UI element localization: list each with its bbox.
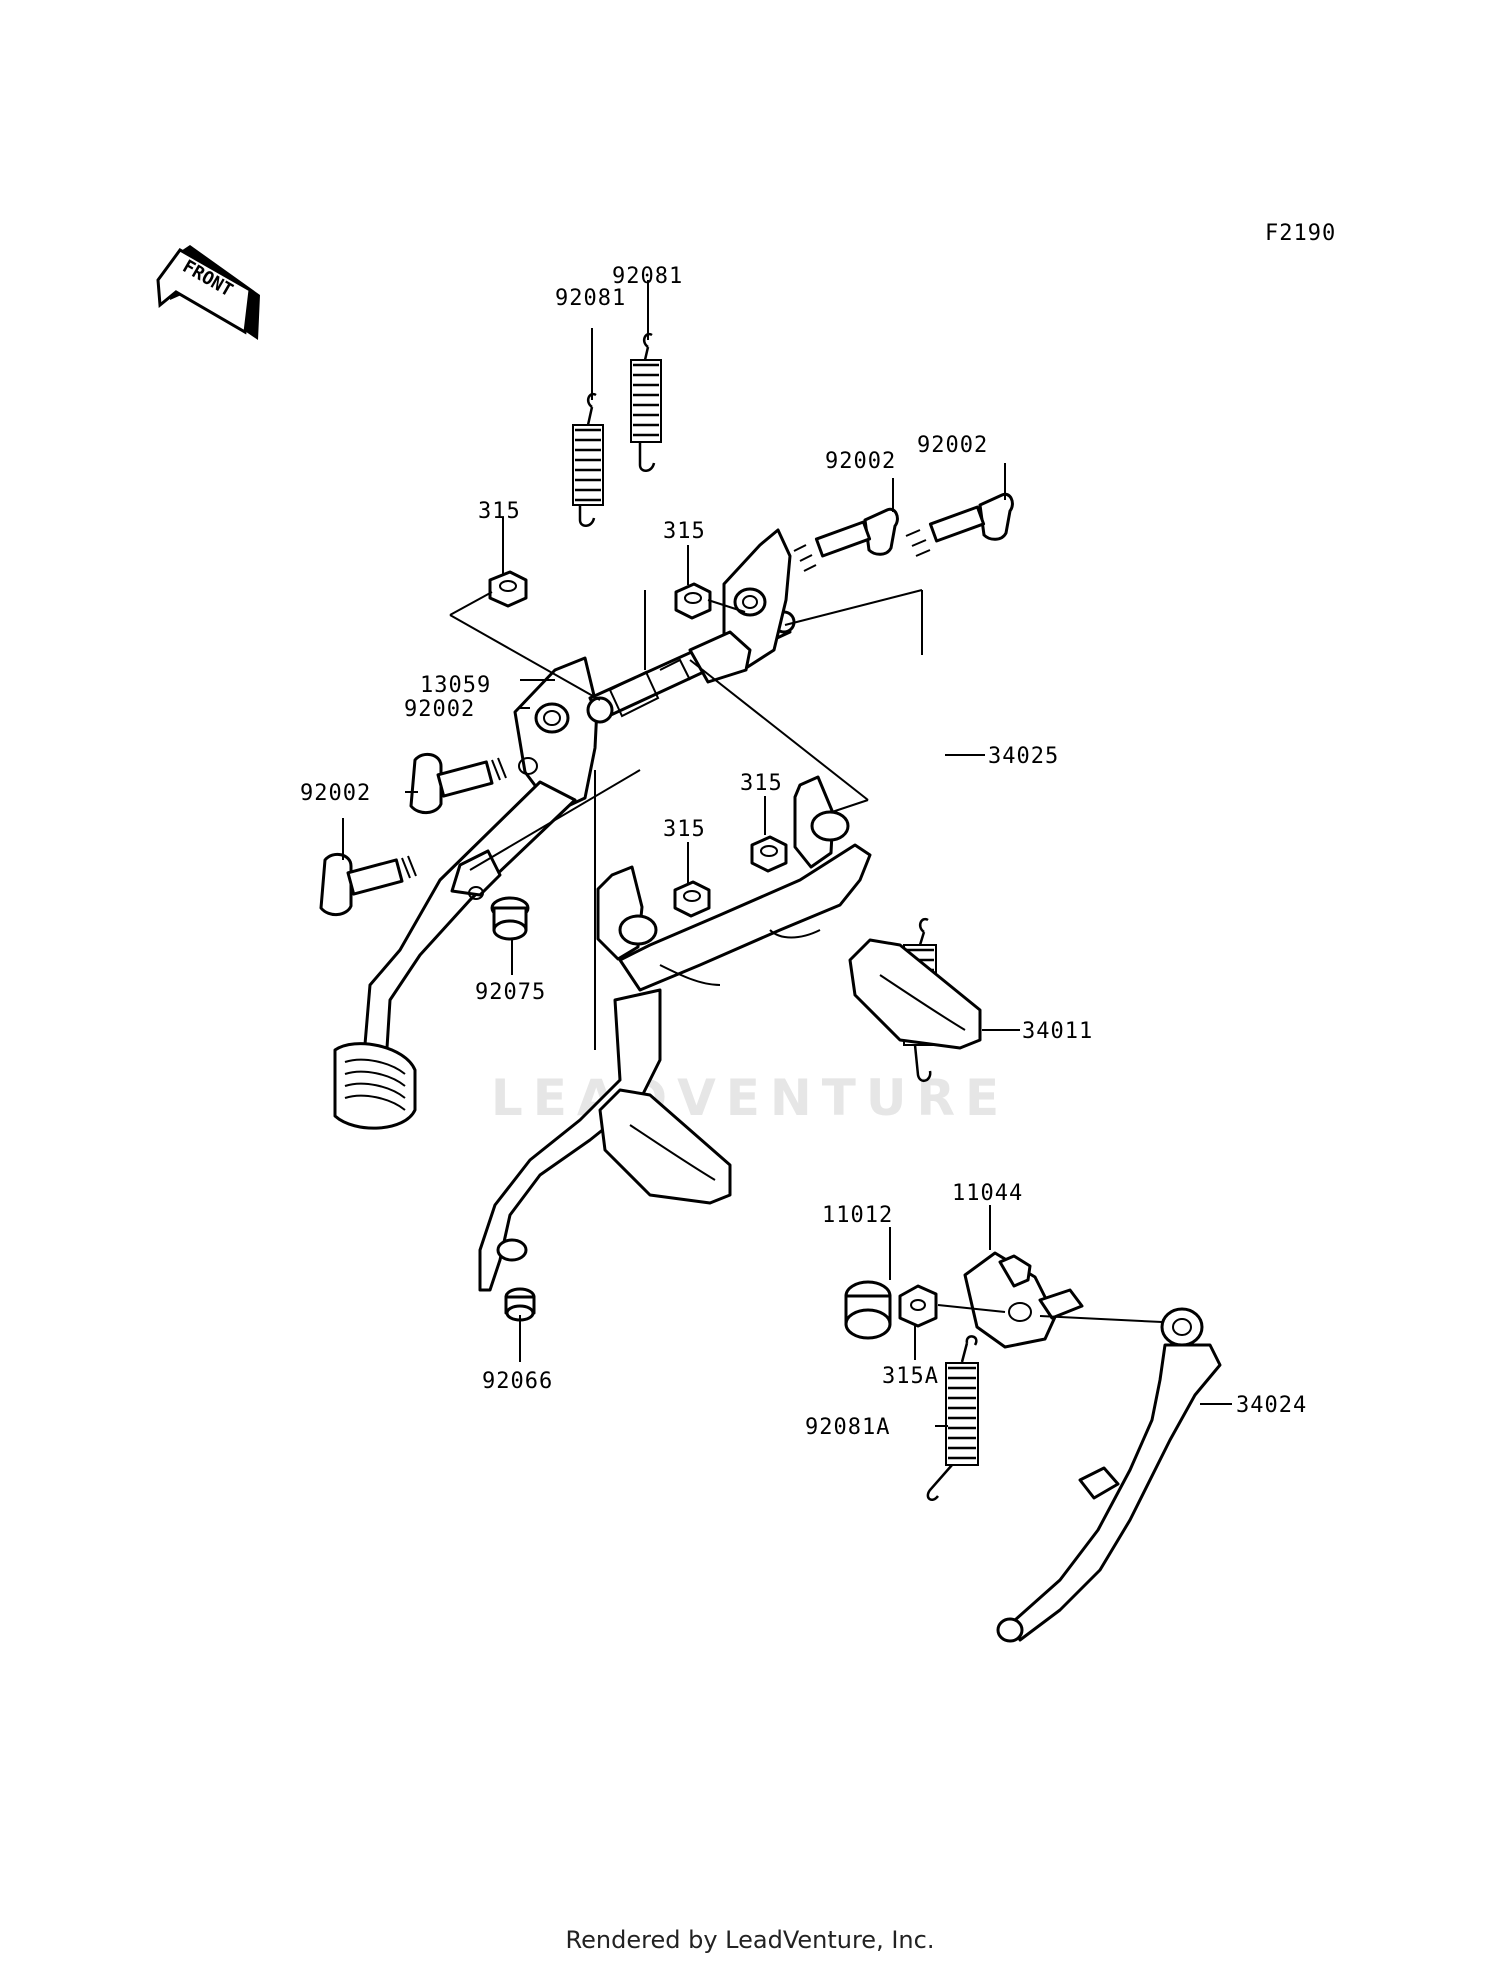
- footer-credit: Rendered by LeadVenture, Inc.: [565, 1926, 935, 1954]
- callout-34025: 34025: [988, 744, 1059, 769]
- callout-92081A: 92081A: [805, 1415, 890, 1440]
- callout-92075: 92075: [475, 980, 546, 1005]
- callout-315-c: 315: [740, 771, 783, 796]
- callout-92002-b: 92002: [917, 433, 988, 458]
- spring-92081A: [926, 1335, 979, 1501]
- rubber-11012: [844, 1280, 892, 1340]
- leader-lines: [342, 280, 1232, 1427]
- callout-labels: 92081 92081 92002 92002 315 315 13059 92…: [300, 264, 1307, 1440]
- bolt-92002-a: [793, 507, 899, 572]
- callout-34024: 34024: [1236, 1393, 1307, 1418]
- cap-92066: [504, 1287, 536, 1322]
- stopper-92075: [490, 896, 530, 941]
- callout-92002-c: 92002: [404, 697, 475, 722]
- bolt-92002-c: [409, 752, 507, 814]
- front-arrow-icon: FRONT: [156, 245, 260, 340]
- callout-92081-a: 92081: [612, 264, 683, 289]
- callout-315-d: 315: [663, 817, 706, 842]
- bolt-92002-b: [905, 492, 1014, 557]
- callout-13059: 13059: [420, 673, 491, 698]
- figure-code: F2190: [1265, 221, 1336, 246]
- callout-315-a: 315: [478, 499, 521, 524]
- center-stand-34011: [478, 775, 982, 1292]
- spring-92081-left: [572, 392, 604, 527]
- callout-11044: 11044: [952, 1181, 1023, 1206]
- callout-315-b: 315: [663, 519, 706, 544]
- callout-315A: 315A: [882, 1364, 939, 1389]
- stand-bracket-right: [688, 528, 792, 684]
- callout-92081-b: 92081: [555, 286, 626, 311]
- nut-315-d: [673, 880, 711, 918]
- callout-11012: 11012: [822, 1203, 893, 1228]
- spring-92081-right: [630, 332, 662, 472]
- bolt-92002-d: [319, 852, 417, 916]
- watermark-text: LEADVENTURE: [491, 1069, 1009, 1127]
- callout-92002-a: 92002: [825, 449, 896, 474]
- bracket-11044: [963, 1251, 1084, 1349]
- side-stand-34024: [996, 1307, 1222, 1643]
- callout-92002-d: 92002: [300, 781, 371, 806]
- callout-92066: 92066: [482, 1369, 553, 1394]
- brake-pedal-13059: [333, 656, 599, 1130]
- nut-315-b: [674, 582, 712, 620]
- nut-315-c: [750, 835, 788, 873]
- nut-315-a: [488, 570, 528, 608]
- callout-34011: 34011: [1022, 1019, 1093, 1044]
- nut-315A: [898, 1284, 938, 1328]
